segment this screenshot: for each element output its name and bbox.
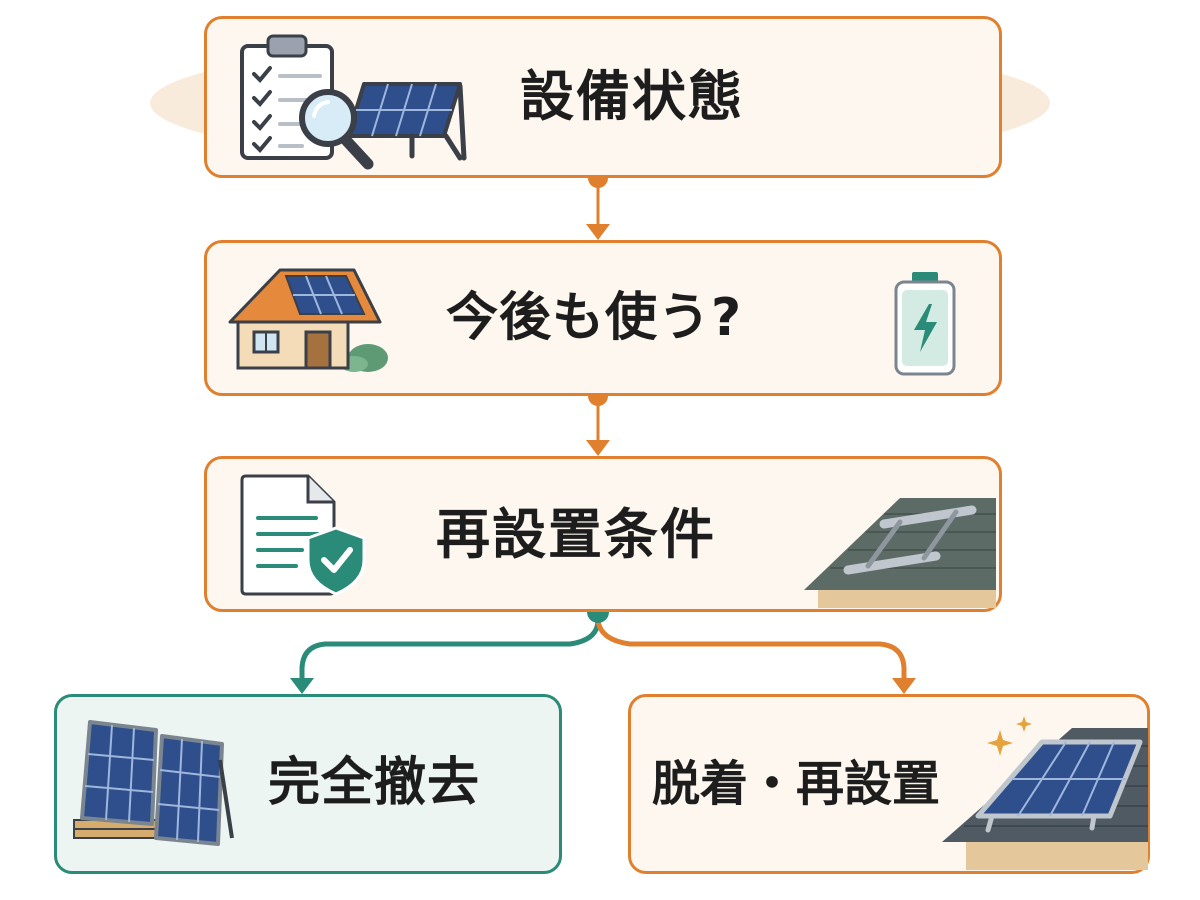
magnifier-icon: [299, 89, 374, 170]
outcome-label-detach-reinstall: 脱着・再設置: [652, 756, 941, 812]
house-with-solar-icon: [228, 268, 388, 372]
roof-solar-panel-icon: [942, 728, 1148, 870]
sparkle-icon: [987, 716, 1032, 756]
stacked-solar-panels-icon: [73, 720, 234, 846]
step-label-reinstall-conditions: 再設置条件: [436, 503, 716, 566]
battery-icon: [894, 272, 956, 376]
connector-1-2: [586, 168, 610, 240]
outcome-label-full-removal: 完全撤去: [268, 753, 481, 813]
step-label-equipment-condition: 設備状態: [520, 65, 744, 128]
connector-2-3: [586, 386, 610, 456]
document-shield-icon: [240, 474, 366, 596]
branch-connector: [290, 601, 916, 694]
roof-mount-rails-icon: [804, 498, 996, 608]
step-label-continue-use: 今後も使う?: [446, 288, 743, 348]
solar-panel-icon: [346, 82, 467, 161]
